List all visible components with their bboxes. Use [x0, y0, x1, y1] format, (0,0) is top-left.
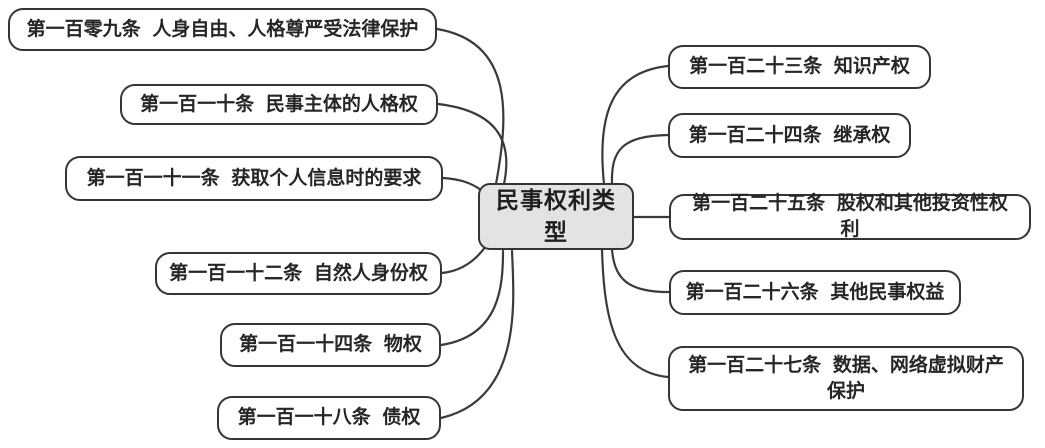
node-article-123: 第一百二十三条知识产权 [668, 45, 931, 89]
node-article-126: 第一百二十六条其他民事权益 [669, 270, 961, 315]
connector-article-118 [439, 249, 515, 420]
node-article-110: 第一百一十条民事主体的人格权 [120, 84, 438, 125]
article-title: 数据、网络虚拟财产保护 [826, 354, 1004, 402]
node-article-114: 第一百一十四条物权 [220, 323, 441, 367]
connector-article-112 [440, 244, 488, 275]
article-number: 第一百二十七条 [688, 354, 822, 376]
connector-article-110 [436, 102, 508, 186]
connector-article-124 [610, 133, 670, 186]
article-number: 第一百二十五条 [692, 193, 826, 215]
article-title: 民事主体的人格权 [265, 93, 418, 115]
article-number: 第一百二十四条 [688, 124, 822, 146]
article-title: 人身自由、人格尊严受法律保护 [152, 18, 419, 40]
article-title: 继承权 [833, 124, 891, 146]
article-number: 第一百二十六条 [685, 281, 819, 303]
node-article-118: 第一百一十八条债权 [217, 396, 441, 440]
article-title: 获取个人信息时的要求 [231, 167, 422, 189]
article-number: 第一百二十三条 [689, 56, 823, 78]
node-article-127: 第一百二十七条数据、网络虚拟财产保护 [668, 346, 1024, 411]
connector-article-109 [435, 27, 505, 186]
root-node-label: 民事权利类型 [496, 187, 616, 245]
node-article-125: 第一百二十五条股权和其他投资性权利 [669, 193, 1031, 240]
article-title: 其他民事权益 [830, 281, 945, 303]
article-title: 自然人身份权 [313, 262, 428, 284]
node-article-109: 第一百零九条人身自由、人格尊严受法律保护 [8, 8, 437, 51]
node-article-124: 第一百二十四条继承权 [668, 113, 911, 158]
article-number: 第一百零九条 [26, 18, 141, 40]
article-title: 股权和其他投资性权利 [836, 193, 1008, 240]
connector-article-126 [610, 247, 671, 294]
article-number: 第一百一十一条 [86, 167, 220, 189]
article-number: 第一百一十八条 [237, 407, 371, 429]
article-number: 第一百一十二条 [169, 262, 303, 284]
article-number: 第一百一十条 [140, 93, 255, 115]
connector-article-127 [600, 247, 670, 379]
node-article-111: 第一百一十一条获取个人信息时的要求 [65, 156, 443, 201]
connector-article-114 [439, 249, 505, 347]
connector-article-123 [601, 64, 670, 186]
connector-article-111 [441, 176, 483, 192]
root-node-civil-rights-types: 民事权利类型 [478, 183, 634, 250]
node-article-112: 第一百一十二条自然人身份权 [155, 252, 442, 295]
article-number: 第一百一十四条 [239, 334, 373, 356]
article-title: 知识产权 [833, 56, 910, 78]
article-title: 物权 [383, 334, 422, 356]
article-title: 债权 [382, 407, 421, 429]
